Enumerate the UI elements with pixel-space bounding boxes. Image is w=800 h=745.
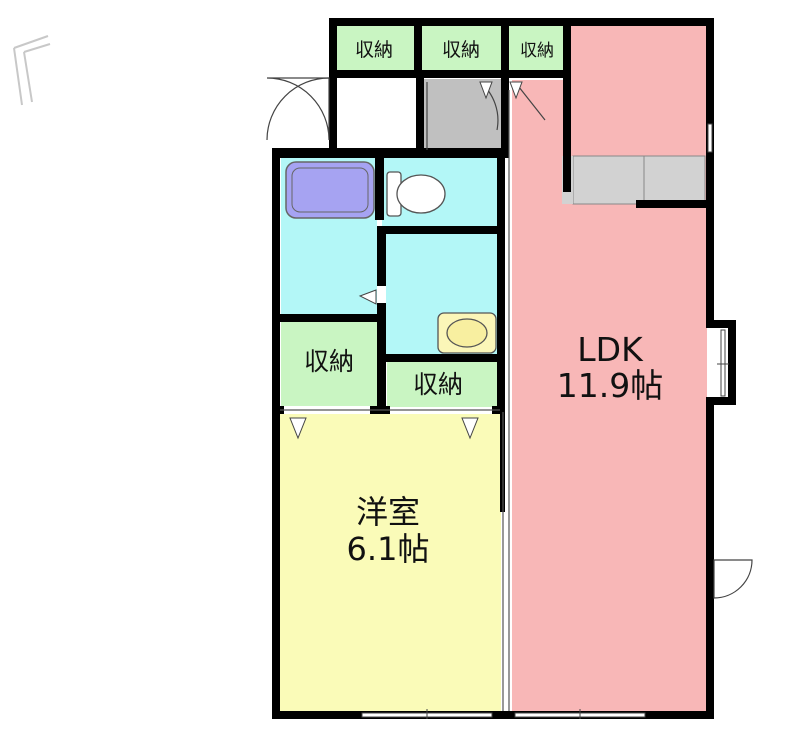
toilet-icon [386,171,446,217]
kitchen-counter [562,155,706,205]
sliding-door-lines [280,90,510,711]
storage-mid-right-label: 収納 [413,370,463,399]
storage-top-1-label: 収納 [355,39,393,61]
entrance-hall-floor [337,76,417,150]
storage-mid-left-floor [281,322,377,406]
western-room-name: 洋室 [356,493,420,531]
bathtub-icon [285,161,375,219]
ldk-name: LDK [577,330,644,369]
storage-mid-left-label: 収納 [304,347,354,376]
storage-top-3-floor [509,26,563,71]
bathtub-inner [291,167,369,213]
western-room-size: 6.1帖 [347,530,430,568]
western-room-floor [279,414,501,711]
compass-mark-icon [13,35,51,106]
storage-top-1-floor [335,26,414,71]
door-markers [289,81,523,440]
walls [272,18,736,719]
storage-top-3-label: 収納 [520,41,554,61]
wash-basin-icon [437,312,497,354]
ldk-size: 11.9帖 [557,366,663,405]
storage-top-2-floor [422,26,501,71]
storage-mid-right-floor [387,361,501,407]
windows [361,123,729,719]
storage-top-2-label: 収納 [442,39,480,61]
doors [266,77,753,599]
